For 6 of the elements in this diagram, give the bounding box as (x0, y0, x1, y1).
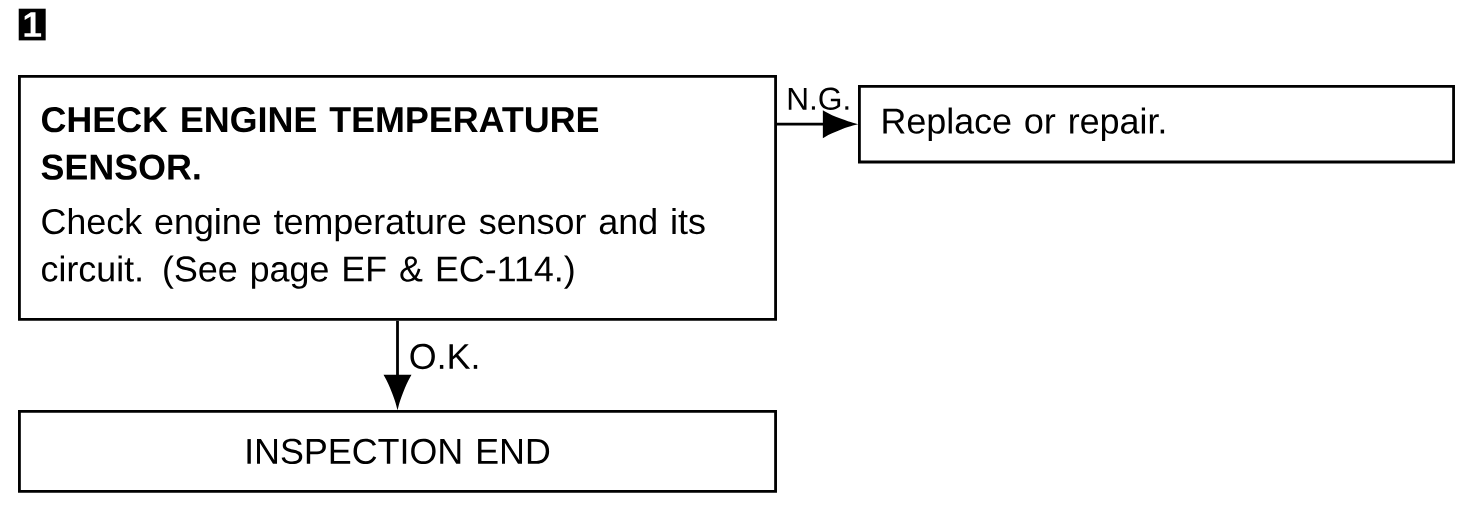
edge-label: O.K. (410, 343, 478, 370)
step-number: 1 (18, 8, 46, 41)
edge-label: N.G. (788, 87, 849, 110)
process-box: INSPECTION END (18, 410, 777, 493)
process-box: Replace or repair. (858, 85, 1455, 164)
process-box: CHECK ENGINE TEMPERATURE SENSOR. Check engine temperature sensor and its circuit. (See page EF & EC-114.) (18, 75, 777, 321)
